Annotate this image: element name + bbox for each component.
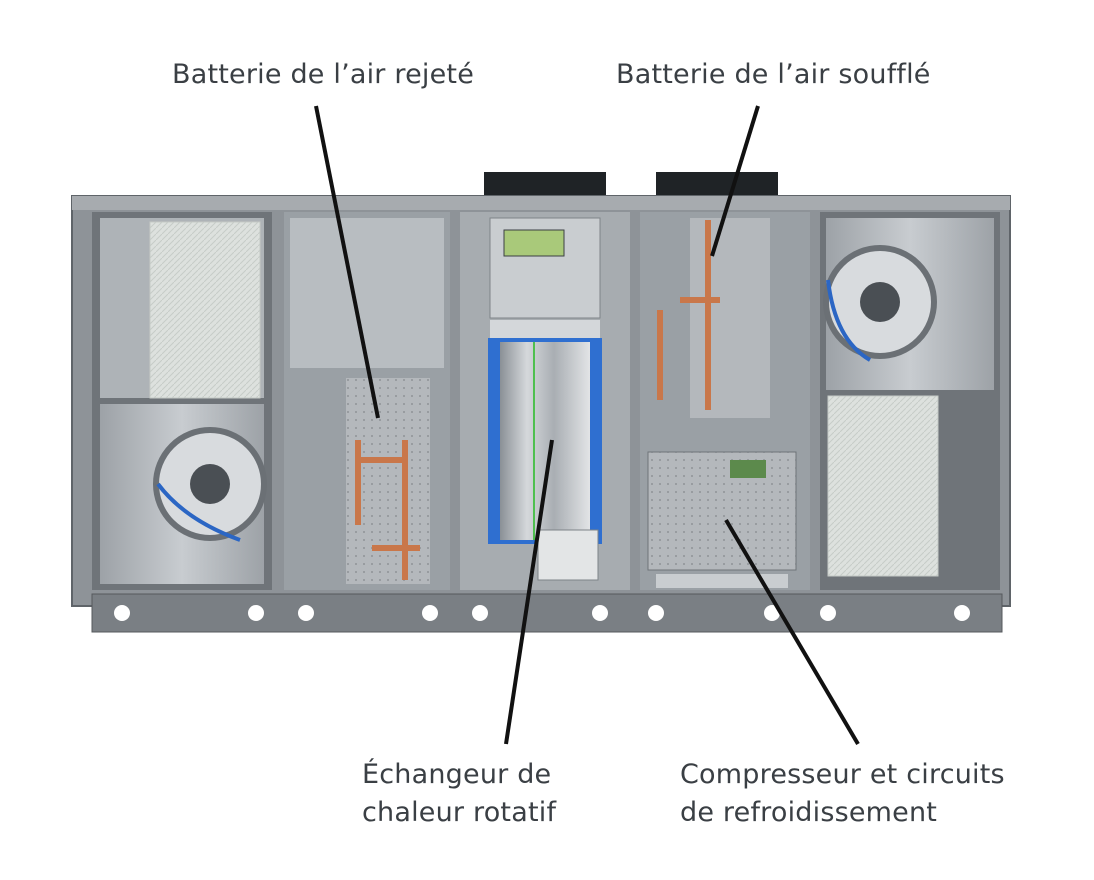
base-rail [91, 593, 1003, 633]
label-rotary-exchanger-line-2: chaleur rotatif [362, 797, 557, 828]
filter-left [149, 221, 261, 399]
compressor-box [647, 451, 797, 571]
label-compressor: Compresseur et circuits de refroidisseme… [680, 756, 1005, 832]
supply-coil [690, 218, 770, 418]
leader-exhaust-coil [314, 105, 380, 419]
rotor-wheel [500, 342, 590, 540]
label-exhaust-coil: Batterie de l’air rejeté [172, 59, 475, 90]
label-rotary-exchanger: Échangeur de chaleur rotatif [362, 756, 556, 832]
label-rotary-exchanger-line-1: Échangeur de [362, 759, 552, 790]
top-duct-left [484, 172, 606, 198]
leader-compressor [724, 518, 860, 746]
top-duct-right [656, 172, 778, 198]
leader-supply-coil [710, 105, 760, 257]
label-compressor-line-1: Compresseur et circuits [680, 759, 1005, 790]
leader-rotary-exchanger [504, 439, 554, 745]
compressor-display [730, 460, 766, 478]
label-compressor-line-2: de refroidissement [680, 797, 938, 828]
filter-right [827, 395, 939, 577]
label-supply-coil: Batterie de l’air soufflé [616, 59, 931, 90]
controller-display [503, 229, 565, 257]
